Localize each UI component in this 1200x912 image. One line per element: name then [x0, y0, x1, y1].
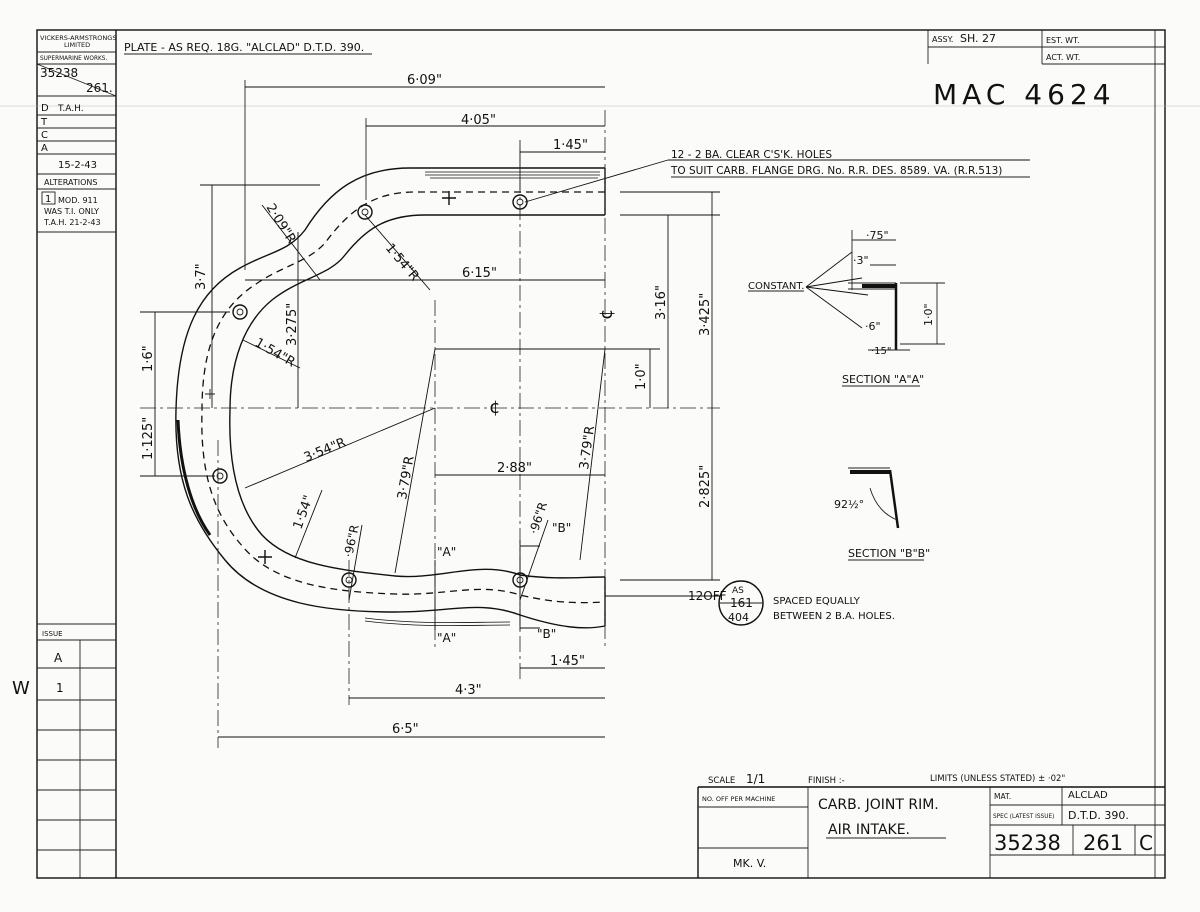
alterations-title: ALTERATIONS [44, 178, 97, 187]
rivet-count: 12OFF [688, 589, 727, 603]
dimension-lines [140, 86, 1030, 738]
mat-label: MAT. [994, 792, 1011, 801]
rivet-circle-line-3: 404 [728, 611, 749, 624]
spec-label: SPEC (LATEST ISSUE) [993, 814, 1054, 820]
assy-value: SH. 27 [960, 32, 996, 45]
dim-1-125: 1·125" [141, 417, 156, 460]
act-wt-label: ACT. WT. [1046, 53, 1080, 62]
scale-label: SCALE [708, 776, 735, 786]
row-c-label: C [41, 130, 48, 141]
title-issue: C [1139, 831, 1153, 855]
row-d-label: D [41, 103, 49, 114]
centre-mark-1: ¢ [489, 397, 500, 418]
mat-value: ALCLAD [1068, 790, 1108, 801]
margin-mark: W [12, 678, 30, 699]
row-t-label: T [40, 117, 48, 128]
hole-note-line-1: 12 - 2 BA. CLEAR C'S'K. HOLES [671, 149, 832, 161]
section-mark-b-bottom: "B" [537, 627, 556, 641]
rivet-circle-line-1: AS [732, 586, 744, 596]
dim-3-275: 3·275" [285, 303, 300, 346]
material-note: PLATE - AS REQ. 18G. "ALCLAD" D.T.D. 390… [124, 41, 364, 54]
rivet-note: 12OFF AS 161 404 SPACED EQUALLY BETWEEN … [688, 580, 895, 626]
section-bb: 92½° SECTION "B"B" [834, 467, 930, 561]
sheet-border [36, 29, 1166, 879]
left-drawing-no: 35238 [40, 66, 78, 80]
title-line-1: CARB. JOINT RIM. [818, 797, 939, 813]
section-aa-0-3: ·3" [853, 254, 869, 267]
left-sheet-no: 261. [86, 81, 113, 95]
dim-6-15: 6·15" [462, 266, 497, 281]
dim-2-88: 2·88" [497, 461, 532, 476]
title-sheet-no: 261 [1083, 831, 1123, 855]
dim-1-0: 1·0" [634, 363, 649, 390]
section-bb-title: SECTION "B"B" [848, 547, 930, 560]
dim-4-3: 4·3" [455, 683, 482, 698]
section-aa-title: SECTION "A"A" [842, 373, 924, 386]
dim-6-09: 6·09" [407, 73, 442, 88]
dim-1-45-bottom: 1·45" [550, 654, 585, 669]
title-block: SCALE 1/1 FINISH :- LIMITS (UNLESS STATE… [697, 772, 1165, 878]
flange-hatch-bottom [364, 617, 511, 627]
section-mark-a-top: "A" [437, 545, 456, 559]
section-markers: "A" "A" "B" "B" [437, 521, 571, 645]
issue-grid [37, 667, 116, 851]
issue-a: A [54, 651, 63, 665]
centre-mark-2: ¢ [596, 309, 617, 320]
limits-text: LIMITS (UNLESS STATED) ± ·02" [930, 774, 1065, 784]
hole-note-line-2: TO SUIT CARB. FLANGE DRG. No. R.R. DES. … [670, 165, 1002, 177]
dim-1-45-top: 1·45" [553, 138, 588, 153]
maker-line-2: LIMITED [64, 41, 90, 49]
section-mark-a-bottom: "A" [437, 631, 456, 645]
dim-1-6: 1·6" [141, 345, 156, 372]
dim-3-7: 3·7" [194, 263, 209, 290]
section-aa-0-75: ·75" [866, 229, 889, 242]
est-wt-label: EST. WT. [1046, 36, 1080, 45]
no-off-label: NO. OFF PER MACHINE [702, 795, 775, 803]
dim-3-16: 3·16" [654, 285, 669, 320]
dim-r-3-79-right: 3·79"R [577, 425, 598, 471]
spec-value: D.T.D. 390. [1068, 809, 1129, 822]
rivet-note-line-1: SPACED EQUALLY [773, 596, 861, 607]
issue-title: ISSUE [42, 630, 63, 638]
maker-line-3: SUPERMARINE WORKS. [40, 56, 107, 62]
finish-label: FINISH :- [808, 776, 845, 786]
section-mark-b-top: "B" [552, 521, 571, 535]
dim-2-825: 2·825" [698, 465, 713, 508]
mark-label: MK. V. [733, 857, 766, 870]
left-revision-block: VICKERS-ARMSTRONGS LIMITED SUPERMARINE W… [12, 30, 117, 878]
title-line-2: AIR INTAKE. [828, 822, 910, 838]
issue-1: 1 [56, 681, 64, 695]
weight-box: ASSY. SH. 27 EST. WT. ACT. WT. [927, 30, 1165, 878]
row-a-label: A [41, 143, 48, 154]
flange-hatch-top [425, 171, 600, 179]
section-aa-0-6: ·6" [865, 320, 881, 333]
date-text: 15-2-43 [58, 160, 97, 171]
title-drawing-no: 35238 [994, 831, 1061, 855]
assy-label: ASSY. [932, 35, 953, 44]
rim-part [175, 167, 606, 629]
dim-3-425: 3·425" [698, 293, 713, 336]
row-d-value: T.A.H. [57, 104, 84, 114]
dim-4-05: 4·05" [461, 113, 496, 128]
alteration-line-3: T.A.H. 21-2-43 [43, 218, 101, 227]
maker-line-1: VICKERS-ARMSTRONGS [40, 34, 116, 42]
section-aa-0-15: ·15" [871, 346, 892, 357]
dim-r-0-96-left: ·96"R [341, 523, 362, 558]
stamp-number: MAC 4624 [933, 78, 1116, 111]
hole-3 [232, 304, 248, 320]
section-aa-1-0: 1·0" [922, 303, 935, 326]
section-bb-angle: 92½° [834, 498, 864, 511]
section-aa: CONSTANT. ·75" ·3" 1·0" ·6" ·15" SECTION… [748, 229, 945, 387]
section-aa-constant: CONSTANT. [748, 281, 804, 292]
alteration-line-2: WAS T.I. ONLY [44, 207, 99, 216]
scale-value: 1/1 [746, 772, 765, 786]
alteration-no: 1 [45, 194, 51, 205]
alteration-line-1: MOD. 911 [58, 196, 98, 205]
rivet-note-line-2: BETWEEN 2 B.A. HOLES. [773, 611, 895, 622]
dim-6-5: 6·5" [392, 722, 419, 737]
